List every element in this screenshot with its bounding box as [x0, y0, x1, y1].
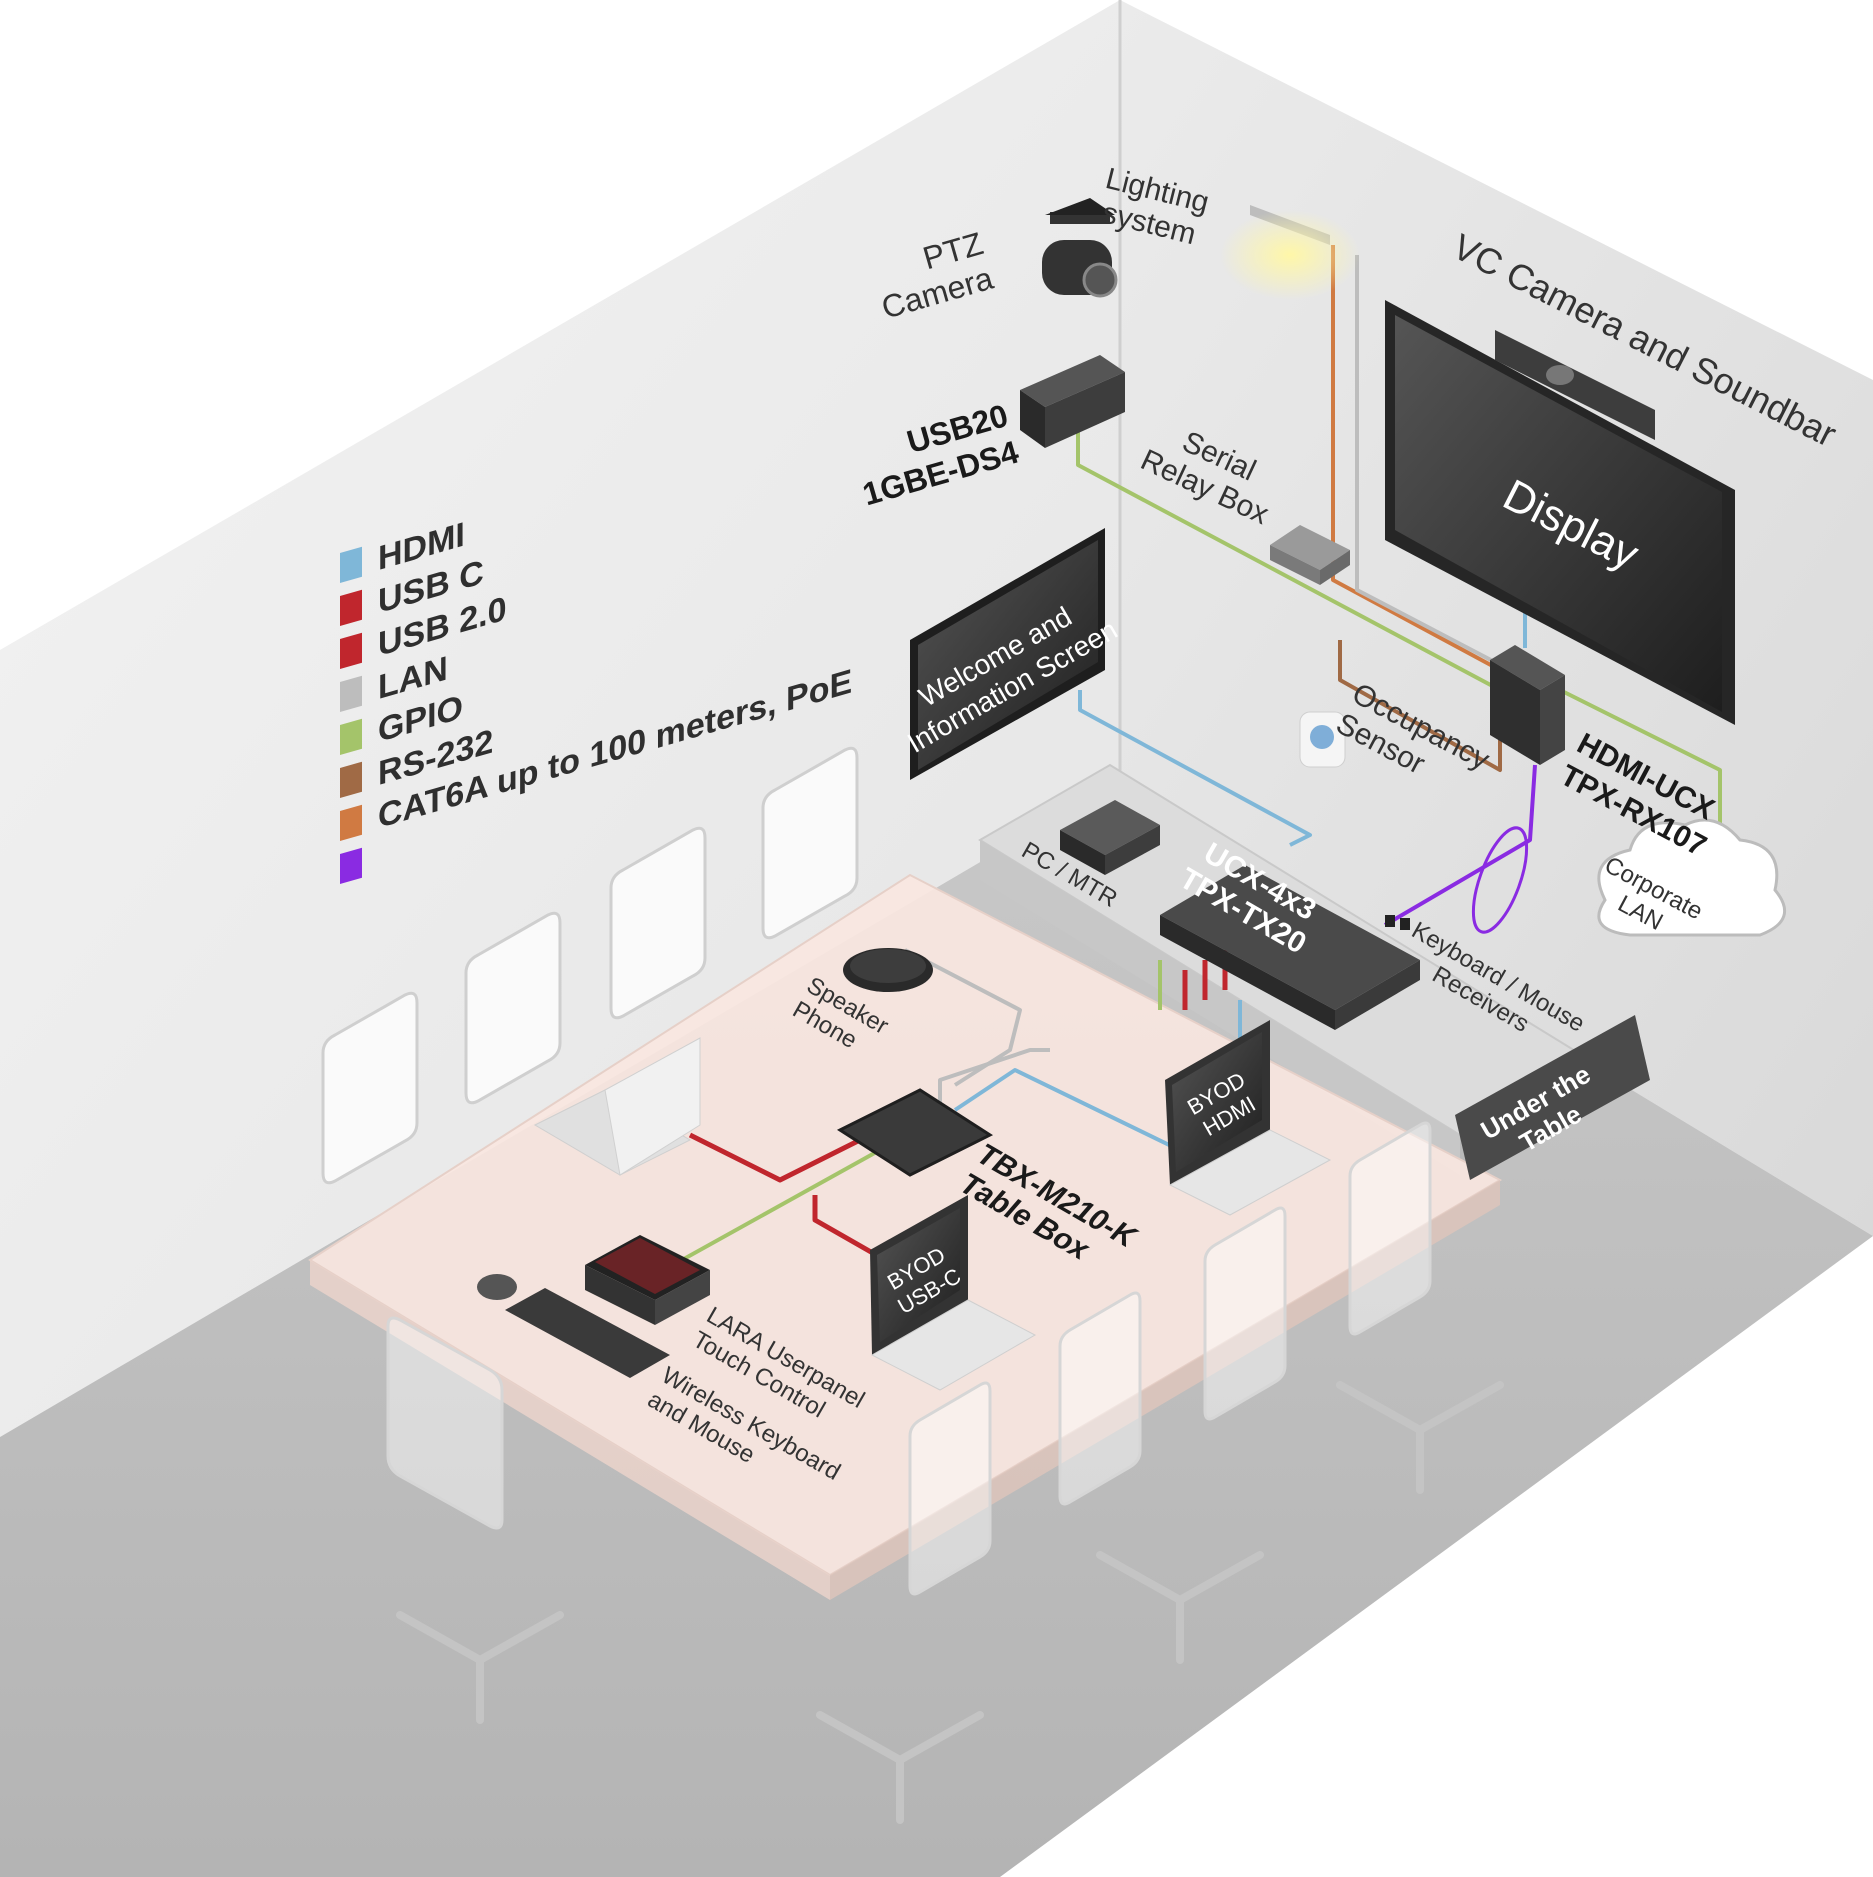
table-box — [836, 1088, 994, 1177]
speaker-phone — [843, 948, 933, 992]
cat6a-poe-cable — [1383, 764, 1537, 927]
hdmi-ucx-device — [1490, 645, 1565, 765]
corporate-lan-cloud — [1597, 818, 1786, 937]
chair-bases — [396, 1381, 1504, 1824]
chair — [386, 1316, 504, 1530]
laptop-byod-hdmi — [1165, 1020, 1332, 1216]
legend-item — [340, 847, 362, 884]
laptop-byod-usbc — [870, 1195, 1037, 1391]
chair — [761, 746, 859, 940]
laptop-left — [533, 1037, 701, 1176]
legend-swatch — [340, 675, 362, 712]
gpio-cable — [654, 1148, 881, 1277]
welcome-screen — [910, 528, 1105, 780]
legend-swatch — [340, 632, 362, 669]
chair — [1348, 1121, 1432, 1336]
chair — [464, 911, 562, 1105]
lan-cable — [938, 1048, 1050, 1110]
legend-swatch — [340, 718, 362, 755]
legend-swatch — [340, 761, 362, 798]
display-screen — [1385, 300, 1735, 725]
pc-mtr — [1060, 800, 1160, 875]
kbd-mouse-receivers — [1385, 915, 1410, 930]
chairs-back — [321, 746, 859, 1185]
legend-swatch — [340, 847, 362, 884]
lan-cable — [1355, 255, 1511, 672]
lara-userpanel — [585, 1235, 710, 1325]
vc-camera-soundbar — [1495, 330, 1655, 440]
chair — [1058, 1291, 1142, 1506]
chair — [609, 826, 707, 1020]
legend-swatch — [340, 546, 362, 583]
conference-table — [308, 873, 1503, 1600]
occupancy-sensor — [1299, 711, 1346, 768]
wireless-keyboard — [505, 1288, 670, 1378]
left-wall — [0, 0, 1120, 1437]
wireless-mouse — [477, 1274, 517, 1300]
legend-swatch — [340, 589, 362, 626]
ucx-switcher — [1160, 865, 1420, 1030]
chair — [908, 1381, 992, 1596]
legend-swatch — [340, 804, 362, 841]
chairs-front — [386, 1121, 1432, 1596]
lighting-fixture — [1220, 205, 1360, 300]
cat6a-cable — [1331, 245, 1501, 672]
hdmi-cable — [1078, 690, 1312, 847]
hdmi-cable — [953, 1068, 1201, 1162]
under-table-badge — [1455, 1015, 1650, 1180]
chair — [1203, 1206, 1287, 1421]
ptz-camera — [1042, 198, 1118, 298]
serial-relay-box — [1270, 525, 1350, 585]
usb20-device — [1020, 355, 1125, 448]
chair — [321, 991, 419, 1185]
